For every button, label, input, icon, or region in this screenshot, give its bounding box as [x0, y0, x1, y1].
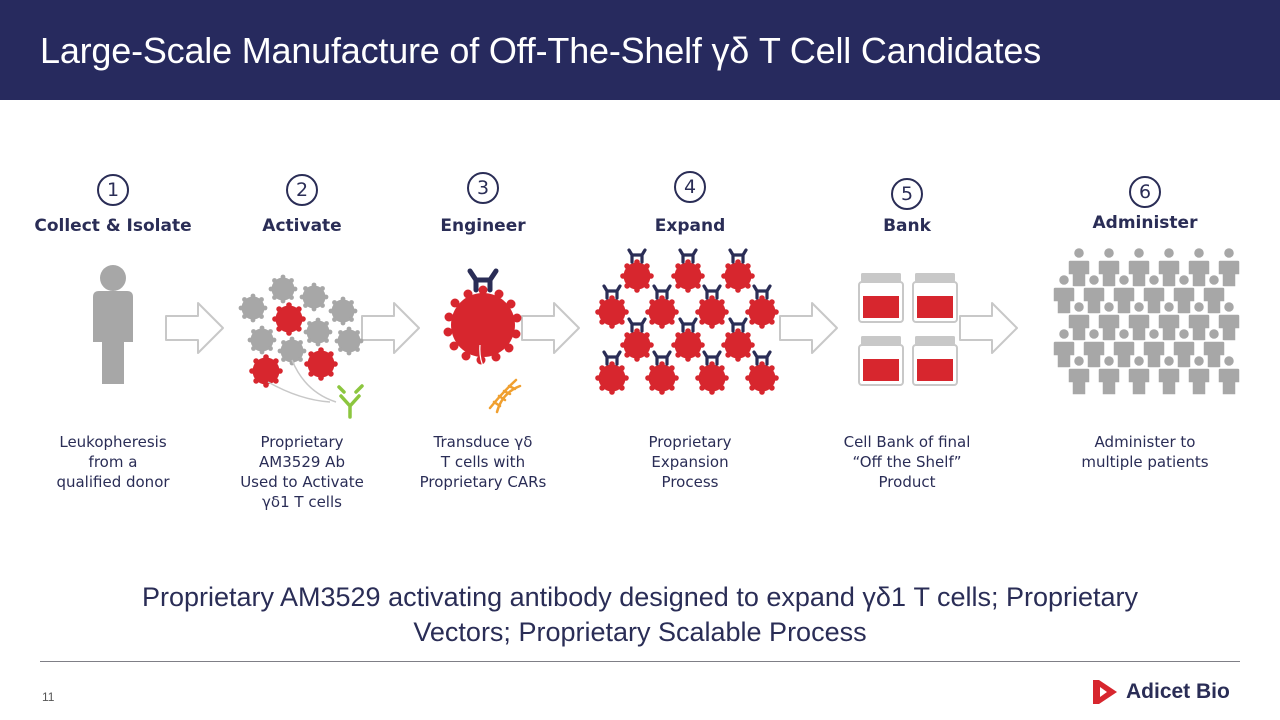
dna-icon	[488, 378, 522, 414]
arrow-icon	[521, 302, 580, 354]
footer-divider	[40, 661, 1240, 662]
patients-crowd-icon	[1052, 246, 1241, 396]
step-number: 1	[97, 174, 129, 206]
page-title: Large-Scale Manufacture of Off-The-Shelf…	[40, 30, 1042, 71]
step-label: Administer	[1092, 213, 1198, 233]
logo-text: Adicet Bio	[1126, 680, 1230, 703]
step-number: 3	[467, 172, 499, 204]
arrow-icon	[779, 302, 838, 354]
step-label: Activate	[262, 216, 342, 236]
page-number: 11	[42, 690, 55, 704]
step-number: 6	[1129, 176, 1161, 208]
step-label: Engineer	[440, 216, 526, 236]
antibody-icon	[337, 384, 364, 419]
step-label: Collect & Isolate	[34, 216, 192, 236]
step-description: Cell Bank of final“Off the Shelf”Product	[843, 433, 971, 491]
person-icon	[93, 265, 133, 384]
engineered-cell-icon	[443, 268, 522, 384]
arrow-icon	[959, 302, 1018, 354]
step-label: Expand	[654, 216, 726, 236]
step-label: Bank	[883, 216, 931, 236]
arrow-icon	[165, 302, 224, 354]
step-number: 5	[891, 178, 923, 210]
logo-mark-icon	[1093, 680, 1117, 704]
cell-cluster-icon	[238, 274, 364, 403]
arrow-icon	[361, 302, 420, 354]
step-number: 4	[674, 171, 706, 203]
summary-text: Proprietary AM3529 activating antibody d…	[141, 582, 1139, 647]
expanded-cells-icon	[595, 248, 779, 395]
company-logo: Adicet Bio	[1090, 676, 1230, 708]
title-bar: Large-Scale Manufacture of Off-The-Shelf…	[0, 0, 1280, 100]
vial-icon	[858, 272, 958, 386]
step-number: 2	[286, 174, 318, 206]
